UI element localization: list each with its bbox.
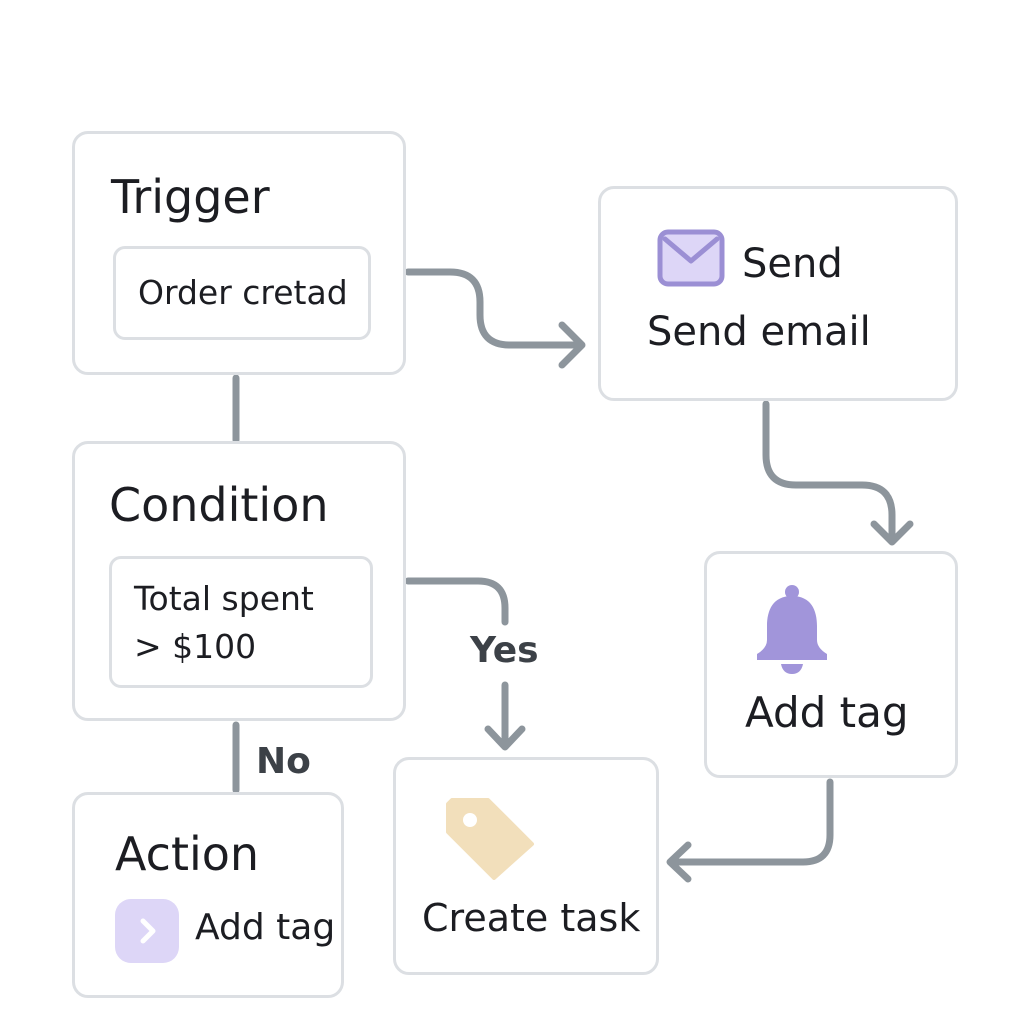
bell-icon xyxy=(751,584,833,676)
create-task-node[interactable]: Create task xyxy=(393,757,659,975)
connector-send-email-to-add-tag xyxy=(762,400,896,544)
tag-icon xyxy=(442,794,538,880)
chevron-right-icon xyxy=(115,899,179,963)
condition-node[interactable]: Condition Total spent > $100 xyxy=(72,441,406,721)
action-node[interactable]: Action Add tag xyxy=(72,792,344,998)
connector-condition-to-create-task-top xyxy=(404,577,509,626)
arrowhead-send-email xyxy=(558,321,586,369)
action-item-label: Add tag xyxy=(195,907,336,948)
add-tag-node[interactable]: Add tag xyxy=(704,551,958,778)
send-email-label: Send email xyxy=(647,309,871,355)
trigger-node[interactable]: Trigger Order cretad xyxy=(72,131,406,375)
action-title: Action xyxy=(115,827,260,881)
connector-add-tag-to-create-task xyxy=(668,778,834,866)
add-tag-label: Add tag xyxy=(745,688,909,737)
condition-value: Total spent > $100 xyxy=(134,579,314,666)
condition-value-chip[interactable]: Total spent > $100 xyxy=(109,556,373,688)
send-email-node[interactable]: Send Send email xyxy=(598,186,958,401)
arrowhead-create-task-right xyxy=(666,841,692,883)
no-edge-label: No xyxy=(256,741,311,782)
create-task-label: Create task xyxy=(422,896,641,940)
yes-edge-label: Yes xyxy=(470,630,539,671)
trigger-title: Trigger xyxy=(111,170,270,224)
arrowhead-create-task xyxy=(484,725,526,751)
connector-trigger-to-send-email xyxy=(404,268,582,349)
condition-title: Condition xyxy=(109,478,329,532)
send-email-title: Send xyxy=(742,241,843,287)
trigger-value: Order cretad xyxy=(138,273,348,312)
trigger-value-chip[interactable]: Order cretad xyxy=(113,246,371,340)
arrowhead-add-tag xyxy=(870,520,914,546)
envelope-icon xyxy=(657,229,725,287)
